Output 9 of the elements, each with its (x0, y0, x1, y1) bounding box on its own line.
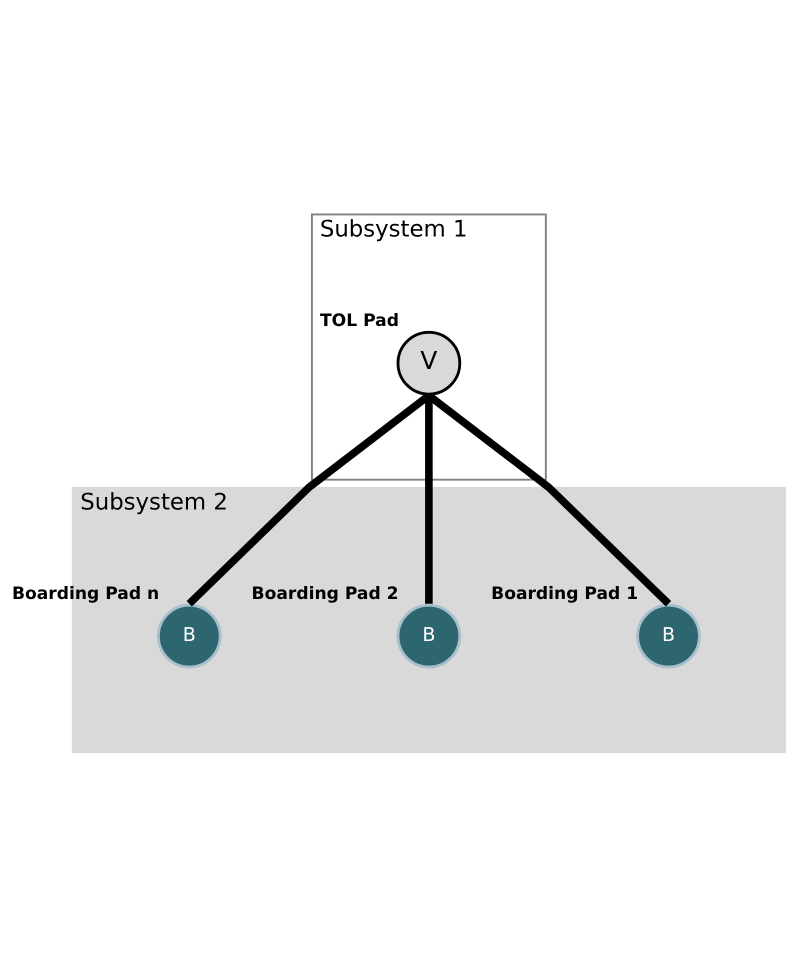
node-circle: B (396, 603, 462, 668)
node-circle: B (636, 603, 701, 668)
node-label: Boarding Pad n (12, 583, 160, 604)
node-circle: B (156, 603, 222, 668)
connector (425, 395, 433, 604)
node-label: Boarding Pad 2 (252, 583, 399, 604)
node-circle: V (396, 330, 462, 396)
node-label: Boarding Pad 1 (491, 583, 638, 604)
node-label: TOL Pad (320, 310, 399, 331)
